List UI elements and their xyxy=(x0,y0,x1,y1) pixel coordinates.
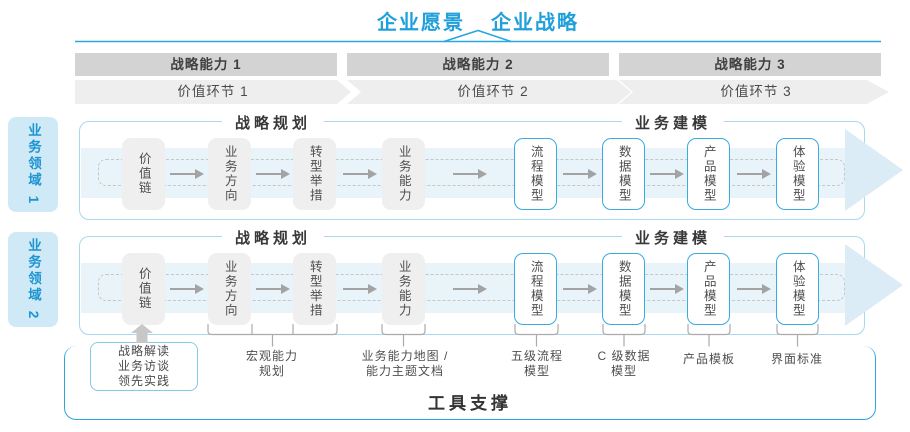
transformation-initiative-box: 转型举措 xyxy=(293,138,336,210)
process-model-box: 流程模型 xyxy=(514,138,557,210)
flow-arrow-icon xyxy=(453,169,487,178)
domain-panel-2: 战略规划 业务建模 价值链 业务方向 转型举措 业务能力 流程模型 数据模型 产… xyxy=(79,227,903,335)
note-line: 宏观能力 xyxy=(245,349,299,363)
section-header-modeling: 业务建模 xyxy=(621,112,725,133)
note-line: 产品模板 xyxy=(682,352,736,366)
business-direction-box: 业务方向 xyxy=(208,138,251,210)
section-header-modeling: 业务建模 xyxy=(621,227,725,248)
tool-support-label: 工具支撑 xyxy=(428,394,512,413)
product-model-box: 产品模型 xyxy=(687,253,730,325)
inputs-line: 战略解读 xyxy=(117,344,170,358)
experience-model-box: 体验模型 xyxy=(776,253,819,325)
flow-band-arrowhead-icon xyxy=(845,244,903,326)
value-chain-box: 价值链 xyxy=(122,138,165,210)
domain-panel-1: 战略规划 业务建模 价值链 业务方向 转型举措 业务能力 流程模型 数据模型 产… xyxy=(79,112,903,220)
dashed-track xyxy=(98,274,845,301)
business-capability-box: 业务能力 xyxy=(382,138,425,210)
value-chain-box: 价值链 xyxy=(122,253,165,325)
flow-arrow-icon xyxy=(343,169,377,178)
strategy-inputs-box: 战略解读 业务访谈 领先实践 xyxy=(90,342,198,391)
flow-arrow-icon xyxy=(737,169,771,178)
page-title: 企业愿景 企业战略 xyxy=(377,6,579,35)
section-header-planning: 战略规划 xyxy=(221,112,325,133)
data-model-box: 数据模型 xyxy=(602,138,645,210)
flow-arrow-icon xyxy=(737,284,771,293)
note-capability-map: 业务能力地图 / 能力主题文档 xyxy=(362,349,449,379)
note-line: 模型 xyxy=(523,364,551,378)
business-capability-box: 业务能力 xyxy=(382,253,425,325)
note-line: 模型 xyxy=(610,364,638,378)
dashed-track xyxy=(98,159,845,186)
capability-bar-1: 战略能力 1 xyxy=(75,53,337,76)
product-model-box: 产品模型 xyxy=(687,138,730,210)
note-macro-capability: 宏观能力 规划 xyxy=(246,349,298,379)
flow-arrow-icon xyxy=(256,284,290,293)
flow-band-arrowhead-icon xyxy=(845,129,903,211)
process-model-box: 流程模型 xyxy=(514,253,557,325)
capability-bar-2: 战略能力 2 xyxy=(347,53,609,76)
inputs-line: 业务访谈 xyxy=(117,359,170,373)
flow-arrow-icon xyxy=(563,284,597,293)
vision-title: 企业愿景 xyxy=(377,12,465,34)
flow-arrow-icon xyxy=(650,284,684,293)
inputs-line: 领先实践 xyxy=(117,374,170,388)
note-ui-standard: 界面标准 xyxy=(771,352,823,367)
flow-arrow-icon xyxy=(343,284,377,293)
value-link-chevron-2: 价值环节 2 xyxy=(347,80,631,104)
note-line: 业务能力地图 / xyxy=(361,349,449,363)
note-line: C 级数据 xyxy=(597,349,651,363)
flow-arrow-icon xyxy=(256,169,290,178)
flow-arrow-icon xyxy=(563,169,597,178)
flow-arrow-icon xyxy=(170,169,204,178)
domain-tag-2: 业务领域 2 xyxy=(8,232,58,327)
note-line: 界面标准 xyxy=(770,352,824,366)
transformation-initiative-box: 转型举措 xyxy=(293,253,336,325)
flow-arrow-icon xyxy=(650,169,684,178)
tool-support-container: 工具支撑 xyxy=(64,346,876,420)
note-line: 能力主题文档 xyxy=(365,364,445,378)
note-process-model: 五级流程 模型 xyxy=(511,349,563,379)
data-model-box: 数据模型 xyxy=(602,253,645,325)
section-header-planning: 战略规划 xyxy=(221,227,325,248)
flow-arrow-icon xyxy=(170,284,204,293)
value-link-chevron-1: 价值环节 1 xyxy=(75,80,351,104)
note-data-model: C 级数据 模型 xyxy=(597,349,650,379)
flow-arrow-icon xyxy=(453,284,487,293)
strategy-title: 企业战略 xyxy=(491,12,579,34)
experience-model-box: 体验模型 xyxy=(776,138,819,210)
capability-bar-3: 战略能力 3 xyxy=(619,53,881,76)
business-direction-box: 业务方向 xyxy=(208,253,251,325)
domain-tag-1: 业务领域 1 xyxy=(8,117,58,212)
note-line: 五级流程 xyxy=(510,349,564,363)
note-product-template: 产品模板 xyxy=(683,352,735,367)
note-line: 规划 xyxy=(258,364,286,378)
value-link-chevron-3: 价值环节 3 xyxy=(619,80,889,104)
